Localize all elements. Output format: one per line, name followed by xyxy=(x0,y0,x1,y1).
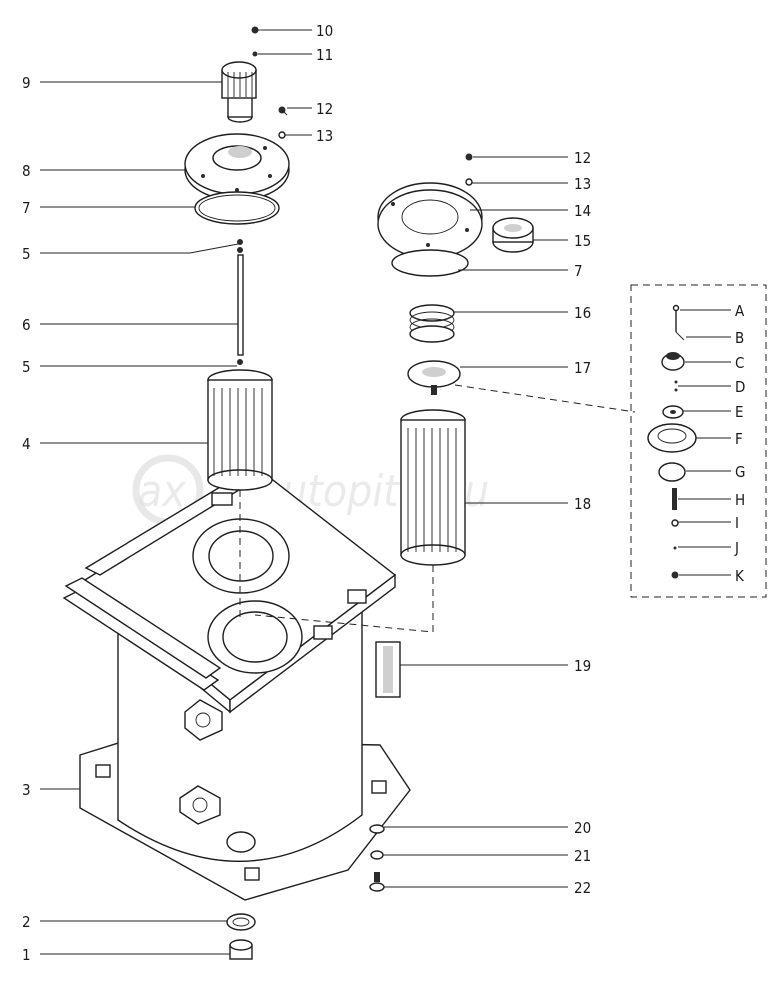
callout-1: 1 xyxy=(22,946,31,964)
callout-13-right: 13 xyxy=(574,175,591,193)
assembly-line-right xyxy=(254,565,434,633)
gasket-7-right xyxy=(391,249,469,277)
callout-14: 14 xyxy=(574,202,591,220)
callout-10: 10 xyxy=(316,22,333,40)
svg-text:ax: ax xyxy=(138,466,186,517)
gasket-7-left xyxy=(194,191,280,225)
screw-12-right xyxy=(465,153,473,161)
seal-ring-2 xyxy=(226,913,256,931)
callout-J: J xyxy=(734,539,739,557)
callout-6: 6 xyxy=(22,316,31,334)
callout-17: 17 xyxy=(574,359,591,377)
callout-7-right: 7 xyxy=(574,262,583,280)
callout-15: 15 xyxy=(574,232,591,250)
callout-D: D xyxy=(735,378,745,396)
detail-box xyxy=(630,284,767,598)
callout-16: 16 xyxy=(574,304,591,322)
spring-16 xyxy=(409,304,455,343)
washer-13-top xyxy=(278,131,286,139)
callout-18: 18 xyxy=(574,495,591,513)
filter-element-18 xyxy=(400,409,466,566)
filter-element-4 xyxy=(207,369,273,491)
callout-C: C xyxy=(735,354,744,372)
callout-2: 2 xyxy=(22,913,31,931)
drain-plug-1 xyxy=(229,939,253,960)
callout-5-upper: 5 xyxy=(22,245,31,263)
callout-K: K xyxy=(735,567,745,585)
tank-body xyxy=(62,469,411,901)
callout-A: A xyxy=(735,302,745,320)
callout-4: 4 xyxy=(22,435,31,453)
washer-21 xyxy=(370,850,384,860)
callout-G: G xyxy=(735,463,745,481)
spacer-ring-15 xyxy=(492,217,534,253)
assembly-line-detail xyxy=(454,384,636,413)
callout-7-left: 7 xyxy=(22,199,31,217)
bolt-22 xyxy=(369,872,385,892)
callout-3: 3 xyxy=(22,781,31,799)
screw-12-top xyxy=(278,106,288,116)
callout-I: I xyxy=(735,514,739,532)
callout-8: 8 xyxy=(22,162,31,180)
callout-20: 20 xyxy=(574,819,591,837)
tie-rod-6-and-nuts-5 xyxy=(237,239,244,365)
callout-labels: 9 8 7 5 6 5 4 3 2 1 10 11 12 13 12 13 14… xyxy=(22,22,745,964)
callout-19: 19 xyxy=(574,657,591,675)
callout-11: 11 xyxy=(316,46,333,64)
cover-plate-14 xyxy=(377,182,483,259)
washer-13-right xyxy=(465,178,473,186)
callout-12-right: 12 xyxy=(574,149,591,167)
leader-lines xyxy=(40,29,731,955)
washer-11 xyxy=(252,51,258,57)
callout-9: 9 xyxy=(22,74,31,92)
callout-F: F xyxy=(735,430,743,448)
callout-22: 22 xyxy=(574,879,591,897)
callout-12-top: 12 xyxy=(316,100,333,118)
callout-5-lower: 5 xyxy=(22,358,31,376)
washer-20 xyxy=(369,824,385,834)
breather-cap-9 xyxy=(221,61,257,123)
callout-B: B xyxy=(735,329,744,347)
callout-E: E xyxy=(735,403,744,421)
callout-13-top: 13 xyxy=(316,127,333,145)
callout-H: H xyxy=(735,491,745,509)
valve-assembly-17 xyxy=(407,360,461,395)
screw-10 xyxy=(251,26,262,34)
callout-21: 21 xyxy=(574,847,591,865)
cover-plate-8 xyxy=(184,133,290,201)
side-plate-19 xyxy=(375,641,401,698)
